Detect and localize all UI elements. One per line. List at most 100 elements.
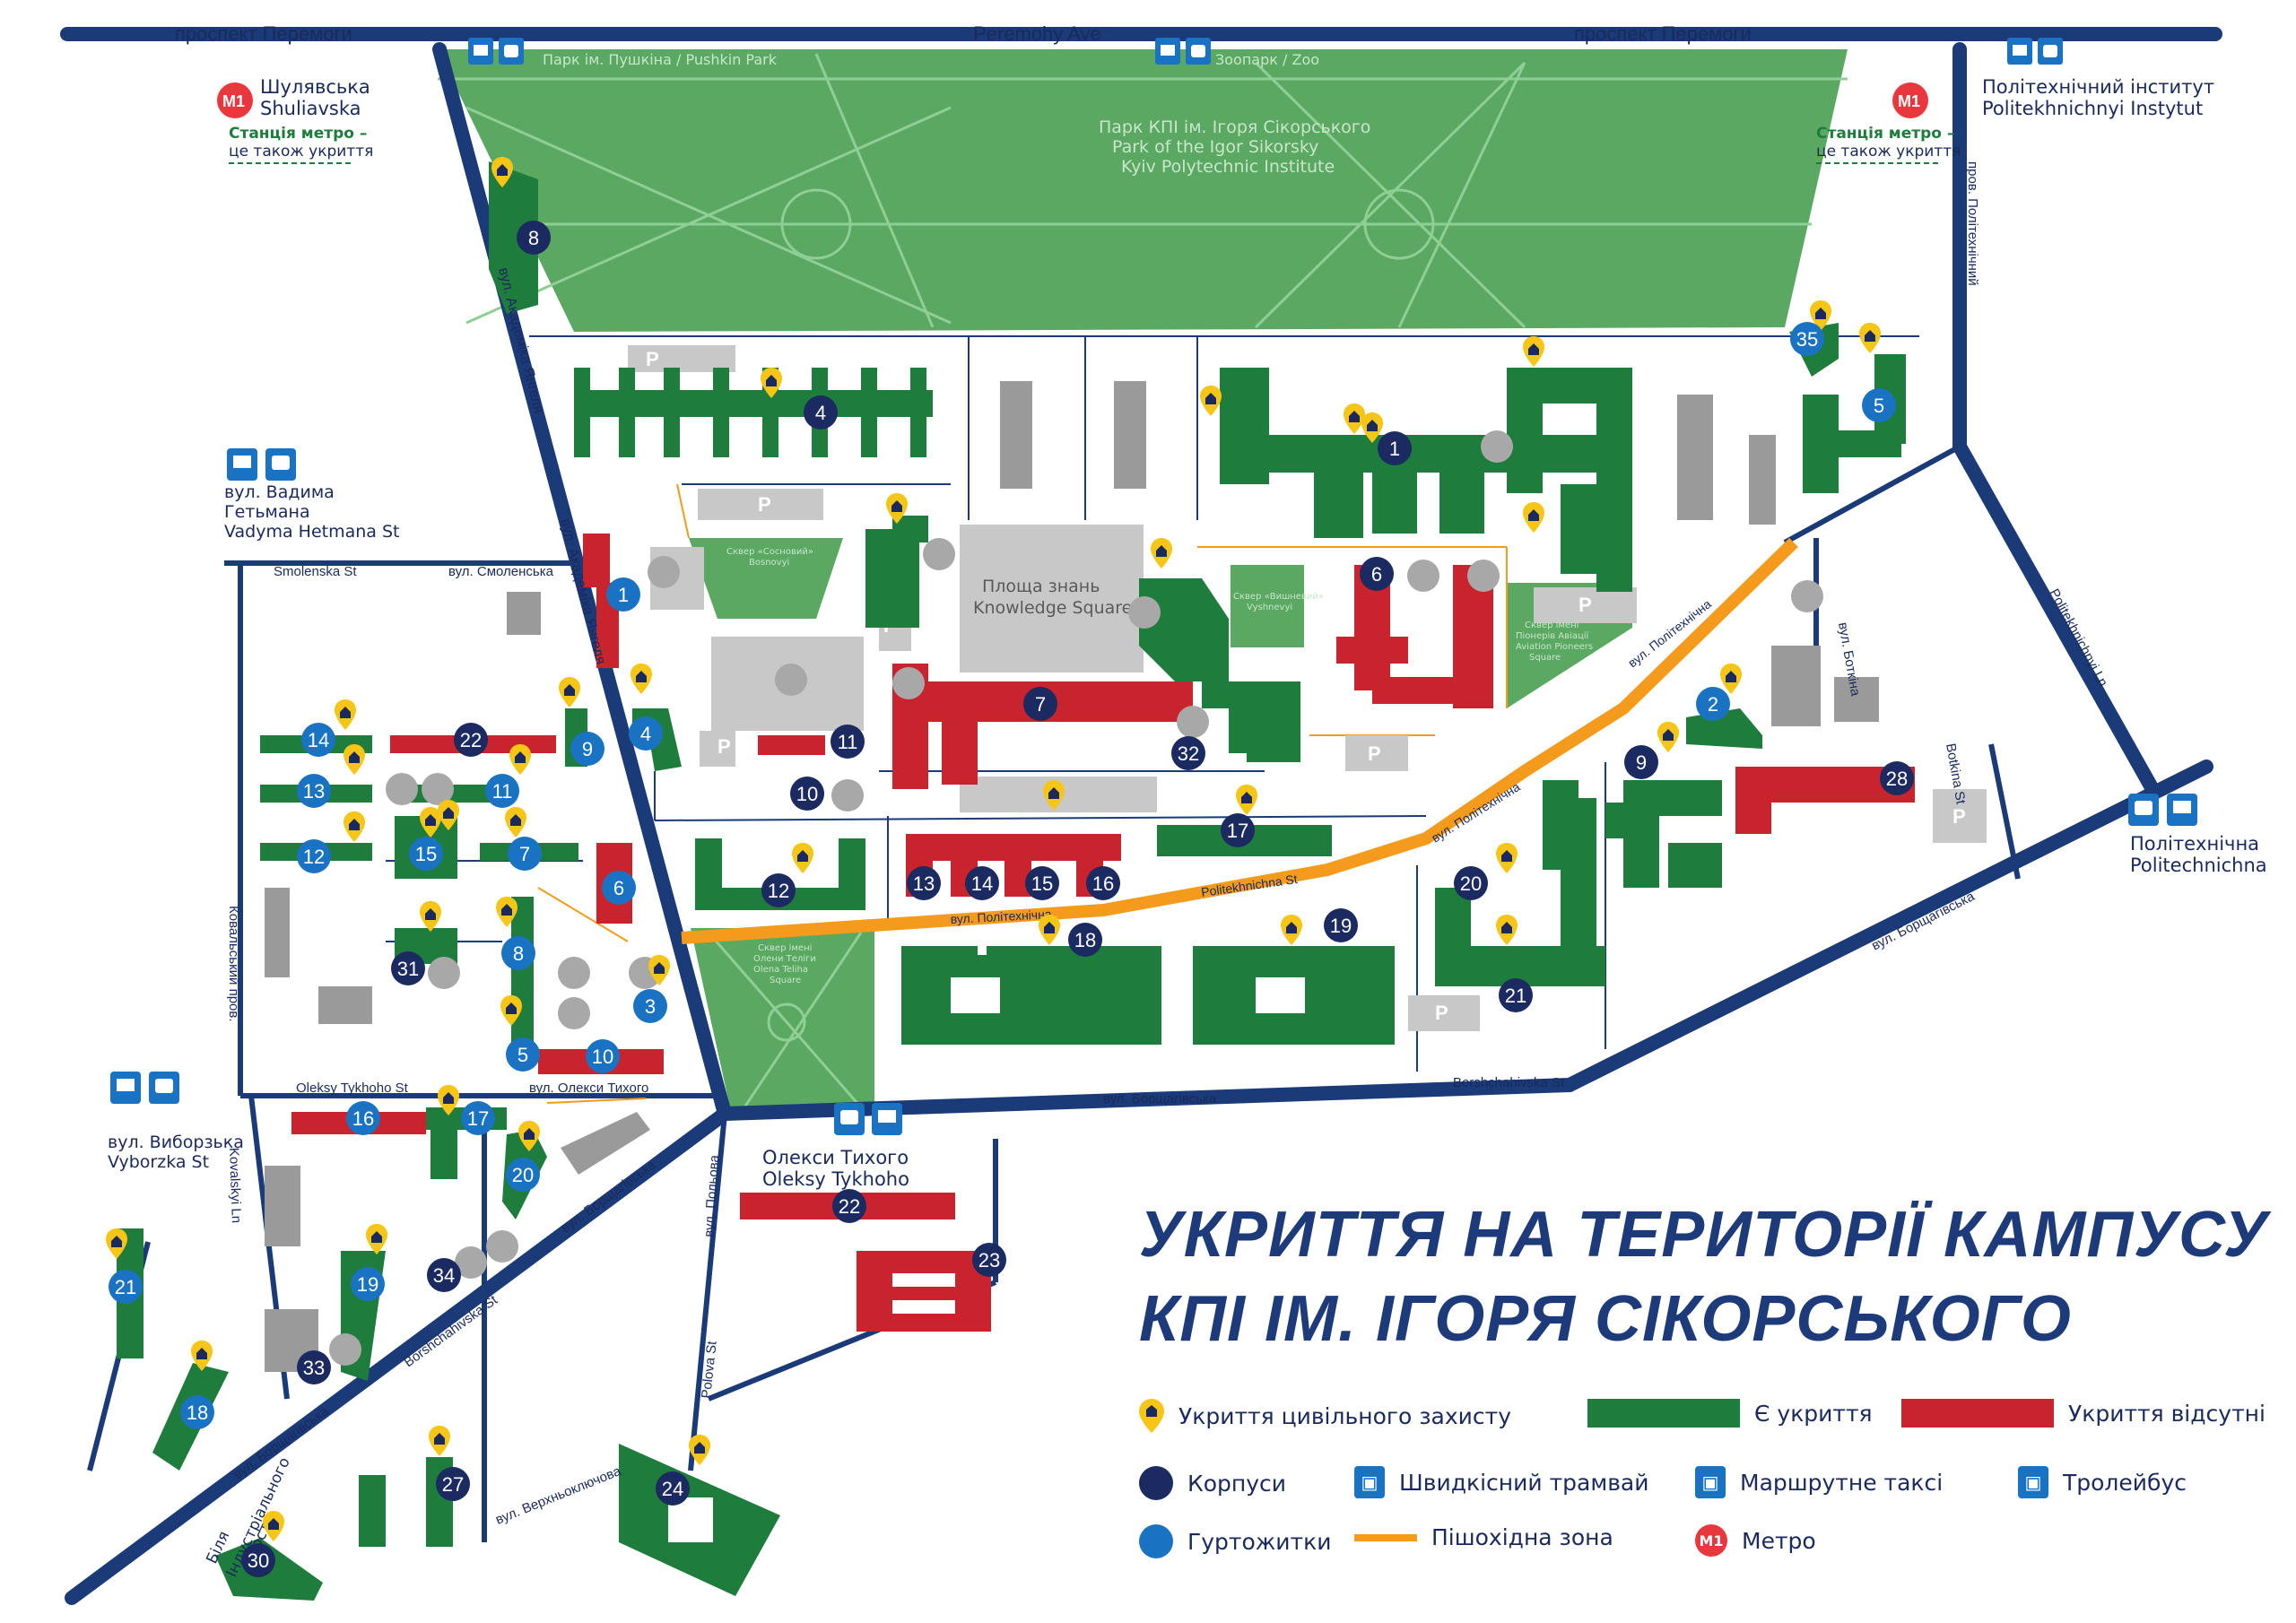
gray-buildings (265, 381, 1879, 1372)
dorm-marker: 1 (606, 577, 640, 612)
marker-number: 19 (1330, 915, 1352, 937)
svg-text:Станція метро –: Станція метро – (1816, 125, 1954, 143)
marker-number: 9 (582, 738, 593, 760)
marker-dot (586, 1039, 620, 1073)
shelter-pin-icon (1496, 915, 1518, 945)
dorm-marker: 35 (1790, 322, 1824, 356)
title-line-2: КПІ ІМ. ІГОРЯ СІКОРСЬКОГО (1139, 1283, 2072, 1355)
svg-text:P: P (1578, 594, 1592, 616)
shelter-pin-icon (1151, 538, 1172, 568)
svg-text:Vyshnevyi: Vyshnevyi (1247, 603, 1292, 612)
marker-number: 22 (839, 1195, 860, 1218)
marker-number: 11 (492, 780, 513, 803)
dorm-marker: 6 (602, 871, 636, 905)
campus-marker: 27 (436, 1467, 470, 1501)
dorm-marker: 21 (109, 1270, 143, 1304)
legend-minibus: ▣ Маршрутне таксі (1695, 1466, 1943, 1498)
marker-number: 31 (397, 958, 419, 980)
shelter-pin-icon (1496, 843, 1518, 873)
minibus-icon: ▣ (1695, 1466, 1726, 1498)
shelter-pin-icon (1720, 664, 1742, 694)
title-line-1: УКРИТТЯ НА ТЕРИТОРІЇ КАМПУСУ (1139, 1199, 2268, 1271)
marker-number: 16 (1092, 872, 1114, 895)
marker-dot (907, 866, 941, 900)
marker-number: 6 (613, 877, 624, 899)
shelter-pin-icon (1523, 336, 1544, 367)
svg-text:Сквер «Сосновий»: Сквер «Сосновий» (726, 547, 813, 557)
marker-dot (1023, 687, 1057, 721)
campus-marker: 22 (832, 1189, 866, 1223)
marker-number: 6 (1371, 563, 1382, 586)
marker-dot (972, 1243, 1006, 1277)
marker-dot (832, 1189, 866, 1223)
campus-marker: 21 (1499, 978, 1533, 1012)
svg-text:Aviation Pioneers: Aviation Pioneers (1516, 642, 1593, 652)
shelter-pin-icon (631, 664, 652, 694)
marker-number: 14 (971, 872, 993, 895)
sport-icon-3 (422, 773, 454, 805)
svg-text:P: P (1197, 414, 1211, 437)
legend-minibus-label: Маршрутне таксі (1740, 1469, 1944, 1496)
marker-number: 20 (1460, 872, 1482, 895)
food-icon (1481, 430, 1513, 463)
shelter-pin-icon (1859, 323, 1881, 353)
svg-text:це також укриття: це також укриття (229, 143, 373, 161)
marker-number: 7 (519, 843, 530, 865)
dorm-marker: 5 (506, 1037, 540, 1072)
shelter-pin-icon (491, 157, 513, 187)
marker-number: 17 (467, 1107, 489, 1130)
marker-dot (1454, 866, 1488, 900)
svg-text:Сквер «Вишневий»: Сквер «Вишневий» (1233, 592, 1324, 602)
marker-dot (1324, 908, 1358, 942)
sport-icon (775, 664, 807, 696)
campus-marker: 33 (297, 1350, 331, 1384)
shelter-pin-icon (1039, 915, 1060, 945)
dorm-marker: 15 (409, 837, 443, 871)
dorm-marker: 14 (301, 723, 335, 757)
shelter-pin-icon (1523, 502, 1544, 533)
marker-number: 21 (1505, 985, 1526, 1007)
campus-marker: 4 (804, 395, 838, 430)
svg-text:P: P (1368, 742, 1381, 765)
campus-marker: 14 (965, 866, 999, 900)
marker-dot (461, 1101, 495, 1135)
legend-no-shelter-label: Укриття відсутні (2068, 1400, 2266, 1427)
marker-number: 5 (1874, 395, 1884, 417)
svg-text:вул. Борщагівська: вул. Борщагівська (1103, 1091, 1217, 1107)
shelter-pin-icon (263, 1511, 284, 1541)
dorm-marker: 8 (501, 936, 535, 970)
campus-marker: 34 (427, 1258, 461, 1292)
marker-dot (297, 839, 331, 873)
marker-number: 35 (1796, 328, 1818, 351)
sport-icon-2 (386, 773, 418, 805)
campus-marker: 30 (241, 1543, 275, 1577)
campus-marker: 31 (391, 951, 425, 985)
shelter-pin-icon (1281, 915, 1302, 945)
shelter-pin-icon (505, 807, 526, 838)
shelter-pin-icon (1361, 412, 1383, 443)
marker-dot (436, 1467, 470, 1501)
main-roads (60, 27, 2222, 1605)
svg-text:M1: M1 (222, 92, 245, 110)
marker-number: 32 (1178, 742, 1199, 765)
legend-pedestrian-label: Пішохідна зона (1431, 1524, 1613, 1550)
dorm-marker: 20 (506, 1158, 540, 1192)
svg-text:Olena Teliha: Olena Teliha (753, 965, 808, 975)
svg-text:Парк ім. Пушкіна / Pushkin Par: Парк ім. Пушкіна / Pushkin Park (543, 51, 778, 68)
svg-text:Олени Теліги: Олени Теліги (753, 953, 816, 964)
kpi-park (438, 49, 1848, 332)
marker-dot (1378, 431, 1412, 465)
dorm-marker: 4 (629, 716, 663, 751)
svg-text:Politekhnichnyi Instytut: Politekhnichnyi Instytut (1982, 98, 2203, 119)
park-paths (438, 53, 1848, 329)
svg-text:M1: M1 (1898, 92, 1920, 110)
shelter-pin-icon (496, 897, 517, 927)
shelter-pin-icon (1236, 785, 1257, 815)
courtyards (668, 816, 1691, 1542)
dorm-marker: 17 (461, 1101, 495, 1135)
marker-number: 33 (303, 1357, 325, 1379)
marker-number: 15 (1031, 872, 1053, 895)
marker-number: 34 (433, 1264, 455, 1287)
shelter-pin-icon (335, 699, 356, 730)
